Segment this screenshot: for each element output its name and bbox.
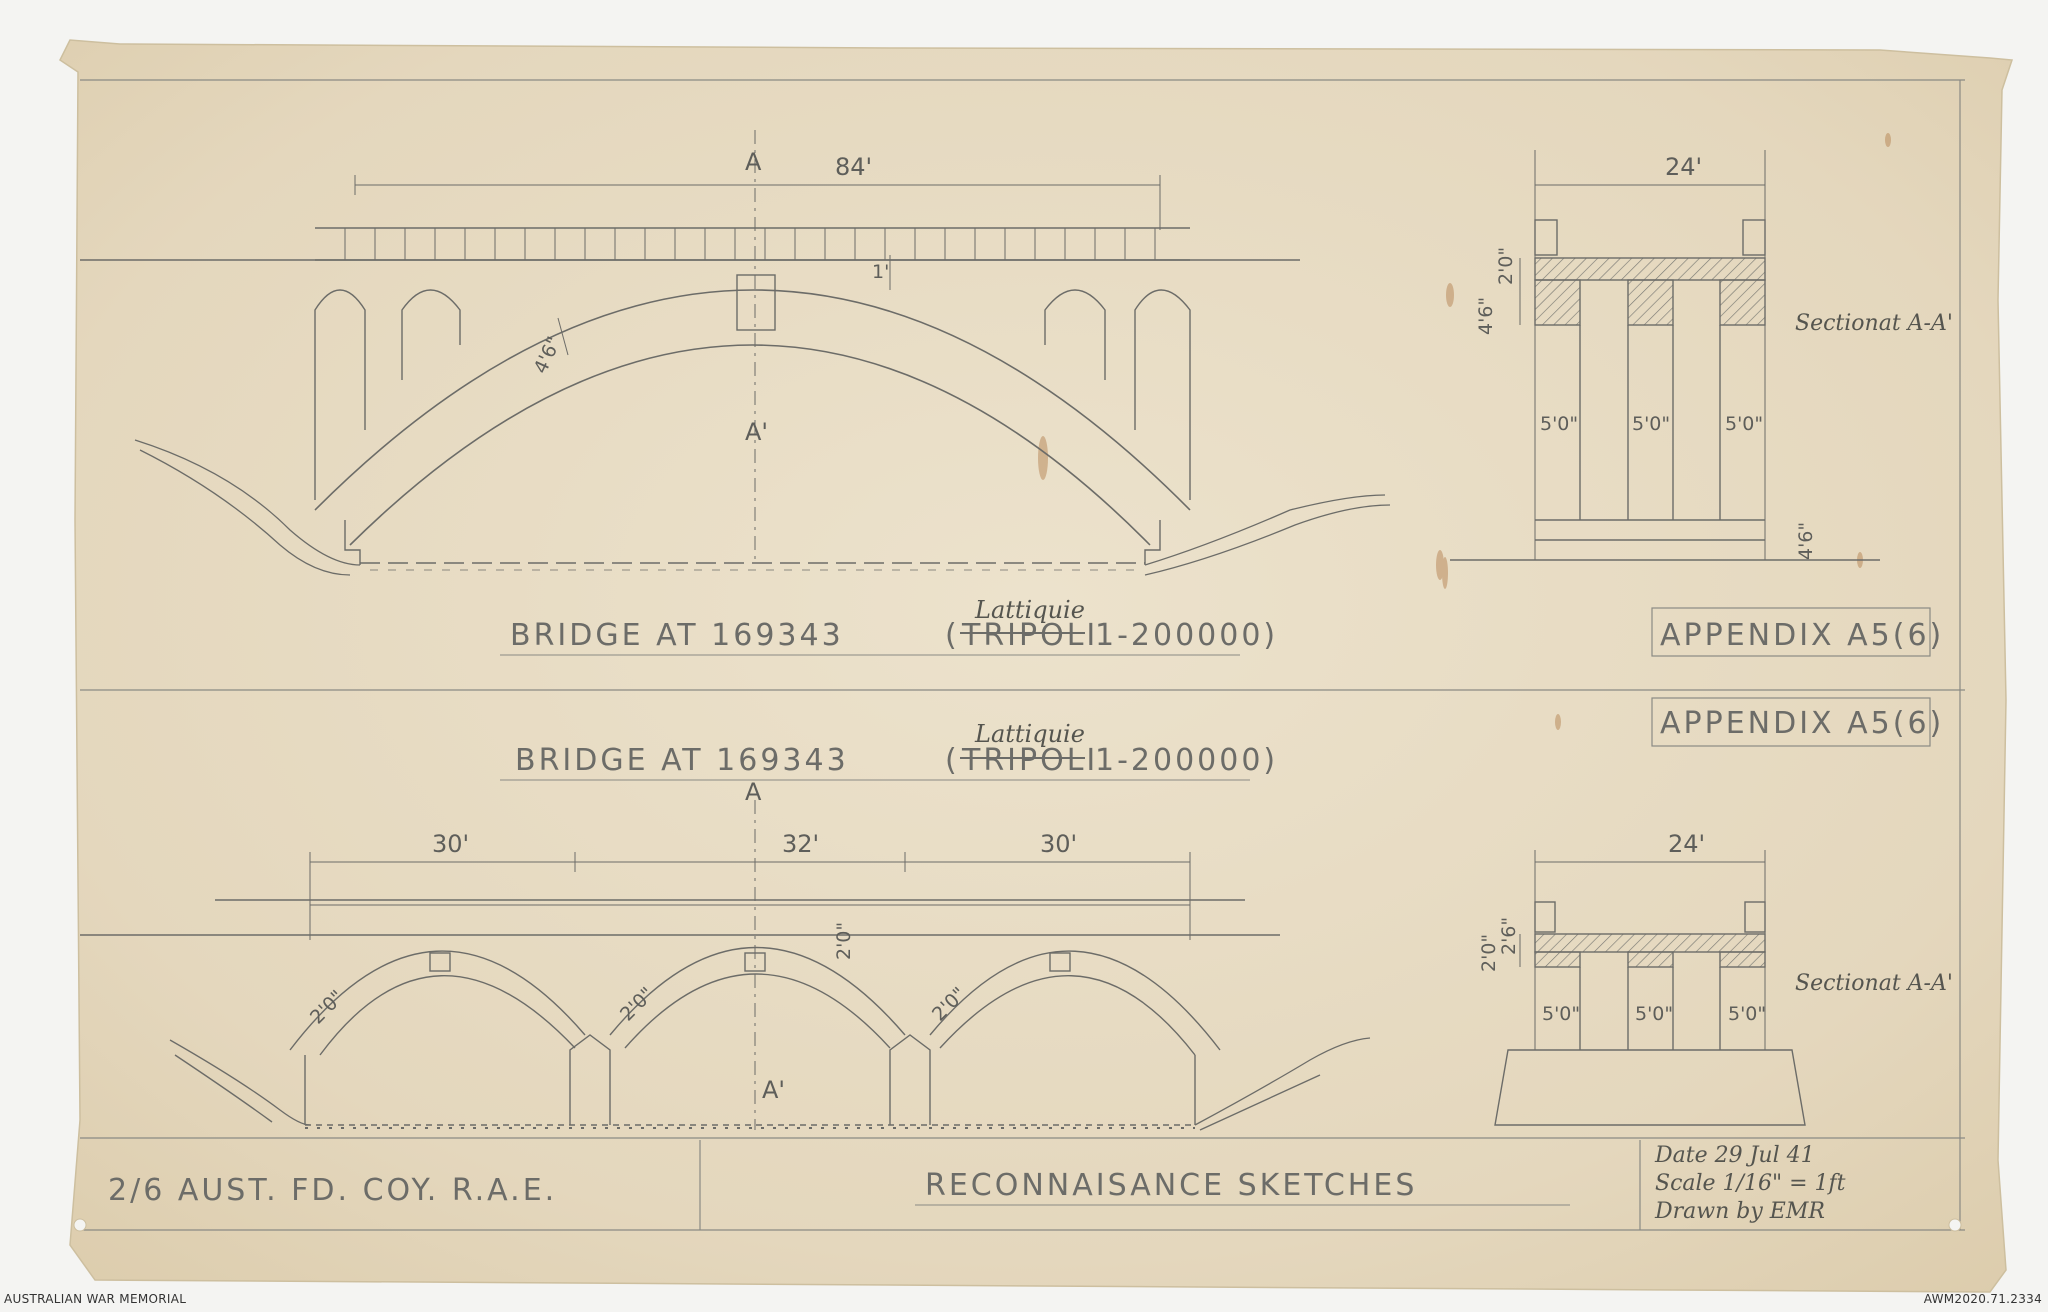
bottom-section-bay-2: 5'0" [1635,1003,1673,1025]
top-map-ref-struck: TRIPOLI [961,618,1098,653]
top-section-footing: 4'6" [1795,522,1817,560]
top-section-mark-a: A [745,148,762,176]
top-rise-dimension: 1' [872,261,889,283]
bottom-span-2: 32' [782,830,819,858]
bottom-section-mark-a: A [745,778,762,806]
top-section-label: Sectionat A-A' [1795,311,1953,336]
parapet-posts [344,228,1156,260]
footer-accession-number: AWM2020.71.2334 [1923,1292,2042,1306]
top-section-mark-a-prime: A' [745,418,768,446]
unit-designation: 2/6 AUST. FD. COY. R.A.E. [108,1173,557,1208]
bottom-section-depth-a: 2'0" [1478,934,1500,972]
bottom-section-width: 24' [1668,830,1705,858]
punch-hole-right [1948,1218,1962,1232]
top-map-scale: 1-200000) [1095,618,1278,653]
bottom-elevation [80,800,1371,1131]
top-section-bay-1: 5'0" [1540,413,1578,435]
bottom-map-annotation: Lattiquie [974,720,1085,748]
paper-sheet [59,39,2014,1293]
bottom-bridge-title: BRIDGE AT 169343 [515,743,849,778]
bottom-section-label: Sectionat A-A' [1795,971,1953,996]
top-appendix-box [1651,607,1931,657]
drawing-date: Date 29 Jul 41 [1654,1143,1815,1168]
top-map-annotation: Lattiquie [974,596,1085,624]
bottom-appendix-box [1651,697,1931,747]
bottom-section [1494,850,1806,1126]
bottom-section-depth-b: 2'6" [1498,917,1520,955]
top-section [1450,150,1880,561]
top-section-bay-2: 5'0" [1632,413,1670,435]
top-appendix: APPENDIX A5(6) [1660,618,1944,653]
drawing-scale: Scale 1/16" = 1ft [1655,1171,1846,1196]
bottom-appendix: APPENDIX A5(6) [1660,706,1944,741]
top-map-paren: ( [945,618,960,653]
top-bridge-title: BRIDGE AT 169343 [510,618,844,653]
drawn-by: Drawn by EMR [1654,1199,1825,1224]
bottom-map-ref-struck: TRIPOLI [961,743,1098,778]
bottom-section-bay-3: 5'0" [1728,1003,1766,1025]
top-elevation [80,130,1391,576]
bottom-map-scale: 1-200000) [1095,743,1278,778]
top-section-bay-3: 5'0" [1725,413,1763,435]
footer-credit: AUSTRALIAN WAR MEMORIAL [4,1292,187,1306]
top-section-depth-a: 2'0" [1495,247,1517,285]
top-section-width: 24' [1665,153,1702,181]
punch-hole-left [73,1218,87,1232]
top-section-depth-b: 4'6" [1475,297,1497,335]
top-span-dimension: 84' [835,153,872,181]
bottom-section-bay-1: 5'0" [1542,1003,1580,1025]
bottom-span-3: 30' [1040,830,1077,858]
bottom-span-1: 30' [432,830,469,858]
sheet-border [80,79,1965,1231]
bottom-map-paren: ( [945,743,960,778]
bottom-section-mark-a-prime: A' [762,1076,785,1104]
sheet-heading: RECONNAISANCE SKETCHES [925,1168,1417,1203]
bottom-deck-dimension: 2'0" [833,922,855,960]
